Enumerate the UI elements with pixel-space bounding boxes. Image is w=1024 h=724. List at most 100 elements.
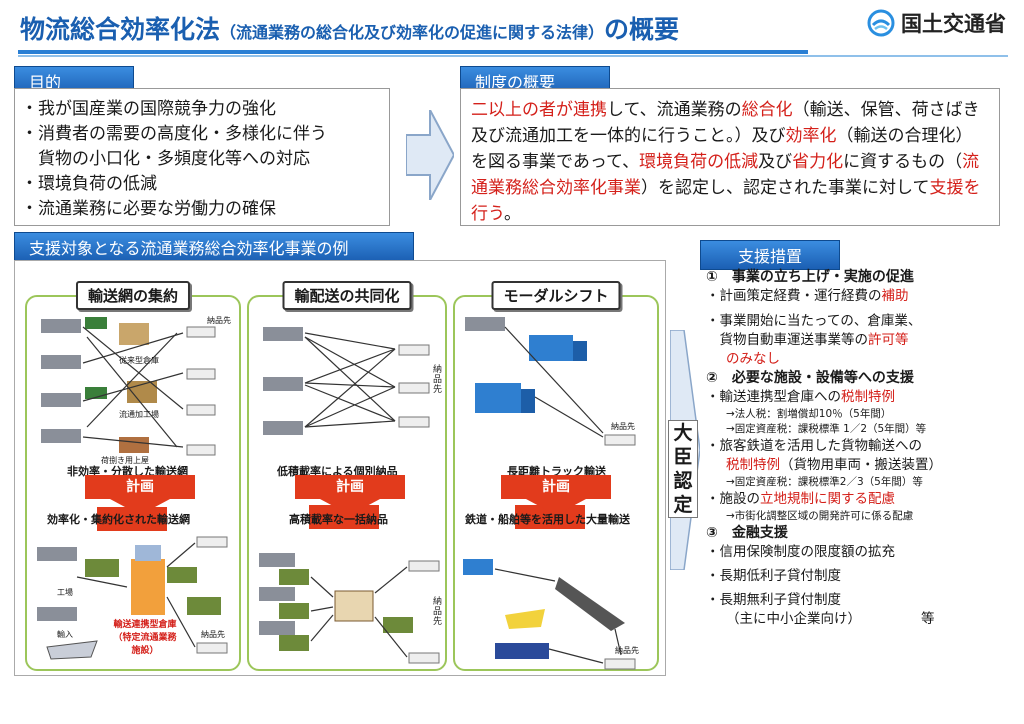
support-sub: →市街化調整区域の開発許可に係る配慮 [726, 510, 914, 522]
overview-text: 流通業務総合効率化事業 [471, 152, 980, 198]
destination-label: 納品先 [611, 422, 635, 431]
support-item: 税制特例（貨物用車両・搬送装置） [706, 456, 1008, 475]
support-highlight: 許可等 [868, 332, 909, 348]
plan-label: 計画 [295, 475, 405, 499]
support-highlight: 立地規制に関する配慮 [760, 491, 895, 507]
support-highlight: 税制特例 [726, 457, 780, 473]
overview-text: ）を認定し、認定された事業に対して [641, 178, 930, 198]
destination-label: 納品先 [207, 316, 231, 325]
example-joint-delivery-label: 輸配送の共同化 [282, 281, 412, 310]
overview-text: 及び [758, 152, 793, 172]
joint-delivery-diagram [259, 327, 440, 664]
title-underline [18, 50, 808, 54]
support-item: ・輸送連携型倉庫への税制特例 [706, 388, 1008, 407]
processing-label: 流通加工場 [119, 410, 159, 419]
destination-label: 納品先 [201, 630, 225, 639]
import-label: 輸入 [57, 630, 73, 639]
plan-arrow-tip [320, 499, 380, 515]
plan-label: 計画 [85, 475, 195, 499]
overview-text: 環境負荷の低減 [639, 152, 759, 172]
plan-label: 計画 [501, 475, 611, 499]
examples-box: 輸送網の集約 従来型倉庫 流通加工場 荷捌き用上屋 納品先 納品先 工場 輸入 … [14, 260, 666, 676]
overview-text: 支援を行う [471, 178, 981, 224]
consolidation-before-caption: 非効率・分散した輸送網 [67, 465, 188, 478]
modal-shift-before-caption: 長距離トラック輸送 [507, 465, 606, 478]
example-modal-shift: モーダルシフト 納品先 納品先 長距離トラック輸送 計画 鉄道・船舶等を活用した… [453, 281, 659, 671]
purpose-item: ・流通業務に必要な労働力の確保 [21, 199, 276, 219]
purpose-item: ・我が国産業の国際競争力の強化 [21, 99, 276, 119]
minister-approval: 大臣認定 [668, 420, 698, 518]
example-joint-delivery: 輸配送の共同化 納品先 納品先 低積載率による個別納品 計画 高積載率な一括納品 [247, 281, 447, 671]
plan-arrow: 計画 [85, 475, 195, 515]
mlit-logo-icon [867, 9, 895, 37]
overview-text: に資するもの（ [843, 152, 963, 172]
plan-arrow: 計画 [501, 475, 611, 515]
example-consolidation-label: 輸送網の集約 [75, 281, 191, 310]
support-item: ・計画策定経費・運行経費の補助 [706, 287, 1008, 306]
logo-text: 国土交通省 [901, 12, 1006, 36]
modal-shift-after-caption: 鉄道・船舶等を活用した大量輸送 [465, 513, 630, 526]
purpose-item: 貨物の小口化・多頻度化等への対応 [21, 149, 310, 169]
support-item: ・長期低利子貸付制度 [706, 568, 841, 584]
support-item: （主に中小企業向け） 等 [706, 610, 1008, 629]
overview-text: （輸送、保管、荷さばき及び流通加工を一体的に行うこと。）及び [471, 100, 980, 146]
plan-arrow-tip [110, 499, 170, 515]
support-highlight: のみなし [726, 351, 780, 367]
overview-text: 。 [503, 204, 521, 224]
support-sub: →固定資産税：課税標準2／3（5年間）等 [726, 476, 923, 488]
support-section-title: ③ 金融支援 [706, 525, 788, 541]
plan-arrow-tip [526, 499, 586, 515]
support-text: ・施設の [706, 491, 760, 507]
support-item: ・旅客鉄道を活用した貨物輸送への [706, 438, 922, 454]
support-list: ① 事業の立ち上げ・実施の促進 ・計画策定経費・運行経費の補助 ・事業開始に当た… [706, 268, 1008, 629]
support-text: （主に中小企業向け） [726, 611, 861, 627]
purpose-item: ・環境負荷の低減 [21, 174, 157, 194]
overview-text: して、流通業務の [607, 100, 742, 120]
support-text: ・計画策定経費・運行経費の [706, 288, 882, 304]
facility-label: 輸送連携型倉庫（特定流通業務施設） [113, 620, 177, 656]
title-main: 物流総合効率化法 [20, 15, 221, 44]
support-text: ・輸送連携型倉庫への [706, 389, 841, 405]
support-item: ・施設の立地規制に関する配慮 [706, 490, 1008, 509]
title-tail: の概要 [604, 15, 680, 44]
destination-label: 納品先 [615, 646, 639, 655]
overview-text: 省力化 [792, 152, 844, 172]
overview-text: 総合化 [741, 100, 793, 120]
support-text: （貨物用車両・搬送装置） [780, 457, 942, 473]
support-section-title: ② 必要な施設・設備等への支援 [706, 370, 914, 386]
purpose-to-overview-arrow [406, 110, 454, 200]
modal-shift-diagram [463, 317, 636, 670]
support-sub: →法人税：割増償却10％（5年間） [726, 408, 892, 420]
support-text: 貨物自動車運送事業等の [706, 332, 868, 348]
support-item: 貨物自動車運送事業等の許可等 [706, 331, 1008, 350]
factory-label: 工場 [57, 588, 73, 597]
overview-box: 二以上の者が連携して、流通業務の総合化（輸送、保管、荷さばき及び流通加工を一体的… [460, 88, 1000, 226]
support-item: ・信用保険制度の限度額の拡充 [706, 544, 895, 560]
support-header: 支援措置 [700, 240, 840, 270]
joint-delivery-after-caption: 高積載率な一括納品 [289, 513, 388, 526]
examples-header: 支援対象となる流通業務総合効率化事業の例 [14, 232, 414, 262]
title-underline-light [18, 55, 1008, 57]
destination-label: 納品先 [433, 597, 443, 627]
joint-delivery-before-caption: 低積載率による個別納品 [277, 465, 398, 478]
destination-label: 納品先 [433, 365, 443, 395]
support-text: 等 [921, 611, 935, 627]
overview-text: 二以上の者が連携 [471, 100, 607, 120]
page-title: 物流総合効率化法（流通業務の総合化及び効率化の促進に関する法律）の概要 [20, 10, 679, 46]
support-sub: →固定資産税：課税標準 1／2（5年間）等 [726, 423, 927, 435]
support-highlight: 補助 [881, 288, 909, 304]
plan-arrow: 計画 [295, 475, 405, 515]
mlit-logo: 国土交通省 [867, 8, 1006, 38]
title-sub: （流通業務の総合化及び効率化の促進に関する法律） [220, 23, 605, 42]
purpose-item: ・消費者の需要の高度化・多様化に伴う [21, 124, 327, 144]
overview-text: 効率化 [785, 126, 837, 146]
support-item: ・長期無利子貸付制度 [706, 592, 841, 608]
warehouse-label: 従来型倉庫 [119, 356, 159, 365]
purpose-box: ・我が国産業の国際競争力の強化 ・消費者の需要の高度化・多様化に伴う 貨物の小口… [14, 88, 390, 226]
support-section-title: ① 事業の立ち上げ・実施の促進 [706, 269, 914, 285]
example-consolidation: 輸送網の集約 従来型倉庫 流通加工場 荷捌き用上屋 納品先 納品先 工場 輸入 … [25, 281, 241, 671]
overview-text: （輸送の合理化）を図る事業であって、 [471, 126, 973, 172]
support-item: ・事業開始に当たっての、倉庫業、 [706, 313, 922, 329]
support-highlight: 税制特例 [841, 389, 895, 405]
cross-dock-label: 荷捌き用上屋 [101, 456, 149, 465]
